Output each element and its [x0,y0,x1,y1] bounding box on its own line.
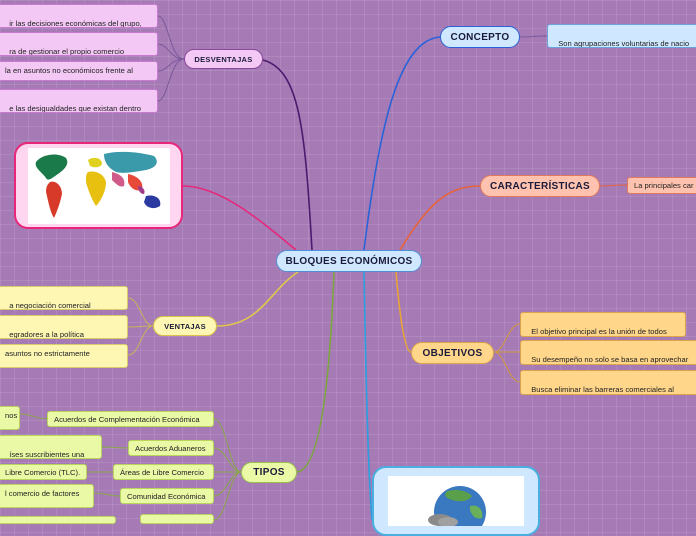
ventaja-item[interactable]: a negociación comercial países potencia. [0,286,128,310]
desventaja-item[interactable]: ir las decisiones económicas del grupo, … [0,4,158,28]
globe-image [388,476,524,526]
objetivo-item[interactable]: Su desempeño no solo se basa en aprovech… [520,340,696,365]
tipo-item[interactable]: Comunidad Económica [120,488,214,504]
central-topic[interactable]: BLOQUES ECONÓMICOS [276,250,422,272]
caracteristicas-node[interactable]: CARACTERÍSTICAS [480,175,600,197]
desventaja-item[interactable]: ra de gestionar el propio comercio ís. [0,32,158,56]
caracteristicas-label: CARACTERÍSTICAS [489,180,591,192]
world-map-image [27,147,170,224]
concepto-node[interactable]: CONCEPTO [440,26,520,48]
tipo-item-partial[interactable] [140,514,214,524]
globe-frame[interactable] [372,466,540,536]
tipo-item[interactable]: Acuerdos de Complementación Económica [47,411,214,427]
desventaja-item[interactable]: e las desigualdades que existan dentro e… [0,89,158,113]
tipo-item[interactable]: Acuerdos Aduaneros [128,440,214,456]
objetivo-item[interactable]: El objetivo principal es la unión de tod… [520,312,686,337]
ventajas-node[interactable]: VENTAJAS [153,316,217,336]
connector-lines [19,15,628,520]
tipo-detail[interactable]: íses suscribientes una anera. [0,435,102,459]
tipo-item[interactable]: Áreas de Libre Comercio [113,464,214,480]
tipo-detail-partial[interactable] [0,516,116,524]
world-map-frame[interactable] [14,142,183,229]
desventaja-item[interactable]: la en asuntos no económicos frente al [0,61,158,81]
tipo-detail[interactable]: nos [0,406,20,430]
concepto-label: CONCEPTO [450,31,510,43]
desventajas-label: DESVENTAJAS [194,54,253,64]
concepto-item[interactable]: Son agrupaciones voluntarias de nacio qu… [547,24,696,48]
tipos-label: TIPOS [253,467,285,478]
desventajas-node[interactable]: DESVENTAJAS [184,49,263,69]
caracteristicas-item[interactable]: La principales car [627,177,696,194]
ventajas-label: VENTAJAS [164,321,206,331]
tipo-detail[interactable]: l comercio de factores [0,484,94,508]
objetivos-label: OBJETIVOS [422,347,483,359]
objetivos-node[interactable]: OBJETIVOS [411,342,494,364]
ventaja-item[interactable]: asuntos no estrictamente [0,344,128,368]
objetivo-item[interactable]: Busca eliminar las barreras comerciales … [520,370,696,395]
tipos-node[interactable]: TIPOS [241,462,297,483]
tipo-detail[interactable]: Libre Comercio (TLC). [0,464,87,480]
ventaja-item[interactable]: egradores a la política los países del b… [0,315,128,339]
central-topic-label: BLOQUES ECONÓMICOS [285,255,413,267]
